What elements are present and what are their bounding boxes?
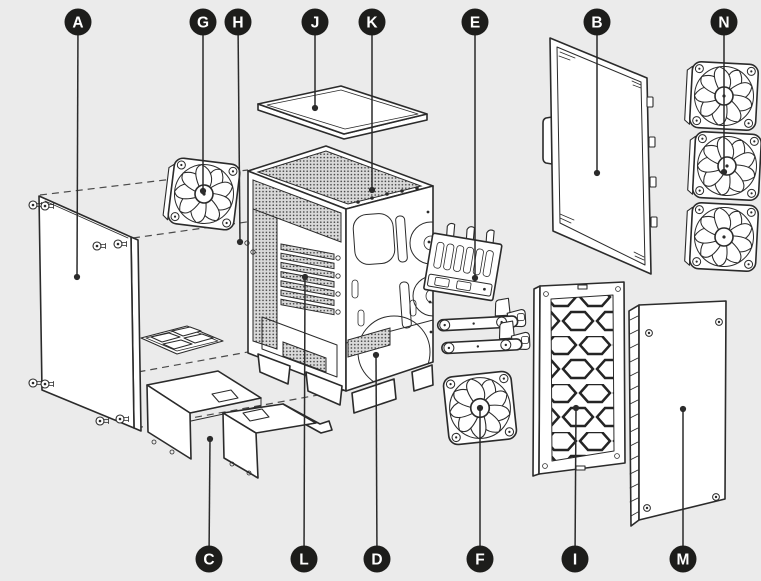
- callout-letter-m: M: [677, 552, 690, 569]
- callout-badge-i: [561, 545, 589, 573]
- callout-letter-j: J: [311, 15, 320, 32]
- leader-dot-l: [301, 273, 309, 281]
- callout-badge-m: [669, 545, 697, 573]
- leader-line-h: [237, 21, 241, 243]
- leader-dot-f: [476, 404, 484, 412]
- callout-badge-j: [301, 8, 329, 36]
- callout-badge-n: [710, 8, 738, 36]
- callout-letter-f: F: [475, 552, 484, 569]
- callout-d-main-chassis-compartment: D: [363, 351, 391, 573]
- leader-dot-k: [368, 186, 376, 194]
- leader-dot-c: [206, 435, 214, 443]
- leader-dot-m: [679, 405, 687, 413]
- leader-dot-b: [593, 169, 601, 177]
- case-chassis: [244, 145, 434, 414]
- callout-f-front-120mm-fan: F: [466, 404, 494, 573]
- callout-badge-b: [583, 8, 611, 36]
- callout-badge-l: [290, 545, 318, 573]
- front-dust-filter: [532, 281, 626, 477]
- leader-line-a: [76, 21, 79, 278]
- callout-badge-d: [363, 545, 391, 573]
- callout-badge-g: [189, 8, 217, 36]
- callout-letter-k: K: [366, 15, 378, 32]
- callout-layer: A G H J K E B N C L D F I M: [64, 8, 738, 573]
- callout-badge-e: [461, 8, 489, 36]
- expansion-slot-covers: [244, 240, 341, 316]
- callout-letter-a: A: [72, 15, 83, 32]
- leader-dot-n: [720, 168, 728, 176]
- callout-b-windowed-side-panel: B: [583, 8, 611, 177]
- leader-dot-a: [73, 273, 81, 281]
- top-dust-filter: [257, 85, 428, 140]
- psu-shroud-covers: [146, 370, 333, 479]
- callout-m-front-panel: M: [669, 405, 697, 573]
- callout-badge-k: [358, 8, 386, 36]
- callout-i-front-dust-filter: I: [561, 404, 589, 573]
- callout-e-drive-mounting-bracket: E: [461, 8, 489, 282]
- leader-line-c: [208, 438, 211, 560]
- leader-line-d: [375, 354, 378, 560]
- windowed-side-panel: [542, 37, 658, 275]
- callout-j-top-dust-filter: J: [301, 8, 329, 112]
- optional-fans: [684, 60, 761, 273]
- callout-a-left-side-panel: A: [64, 8, 92, 281]
- callout-badge-a: [64, 8, 92, 36]
- callout-letter-g: G: [197, 15, 209, 32]
- callout-letter-e: E: [470, 15, 480, 32]
- callout-letter-c: C: [203, 552, 214, 569]
- callout-k-case-chassis: K: [358, 8, 386, 194]
- callout-letter-i: I: [573, 552, 577, 569]
- drive-mounting-bracket: [423, 222, 503, 302]
- callout-c-psu-shroud-covers: C: [195, 435, 223, 573]
- callout-letter-h: H: [232, 15, 243, 32]
- leader-dot-i: [572, 404, 580, 412]
- callout-badge-c: [195, 545, 223, 573]
- callout-letter-b: B: [591, 15, 602, 32]
- psu-dust-filter: [140, 325, 224, 355]
- leader-dot-e: [471, 274, 479, 282]
- callout-g-rear-120mm-fan: G: [189, 8, 217, 195]
- callout-letter-n: N: [718, 15, 729, 32]
- callout-letter-l: L: [299, 552, 308, 569]
- leader-dot-j: [311, 104, 319, 112]
- left-side-panel: [28, 195, 142, 432]
- callout-badge-h: [224, 8, 252, 36]
- rear-fan: [162, 156, 242, 232]
- leader-dot-g: [199, 187, 207, 195]
- leader-line-l: [303, 276, 306, 560]
- callout-h-expansion-slot-thumbscrews: H: [224, 8, 252, 246]
- leader-line-i: [574, 407, 577, 560]
- leader-dot-d: [372, 351, 380, 359]
- callout-letter-d: D: [371, 552, 382, 569]
- callout-n-optional-120mm-fans: N: [710, 8, 738, 176]
- front-panel: [628, 300, 727, 527]
- callout-badge-f: [466, 545, 494, 573]
- leader-dot-h: [236, 238, 244, 246]
- callout-l-expansion-slot-covers: L: [290, 273, 318, 573]
- case-feet: [257, 353, 434, 414]
